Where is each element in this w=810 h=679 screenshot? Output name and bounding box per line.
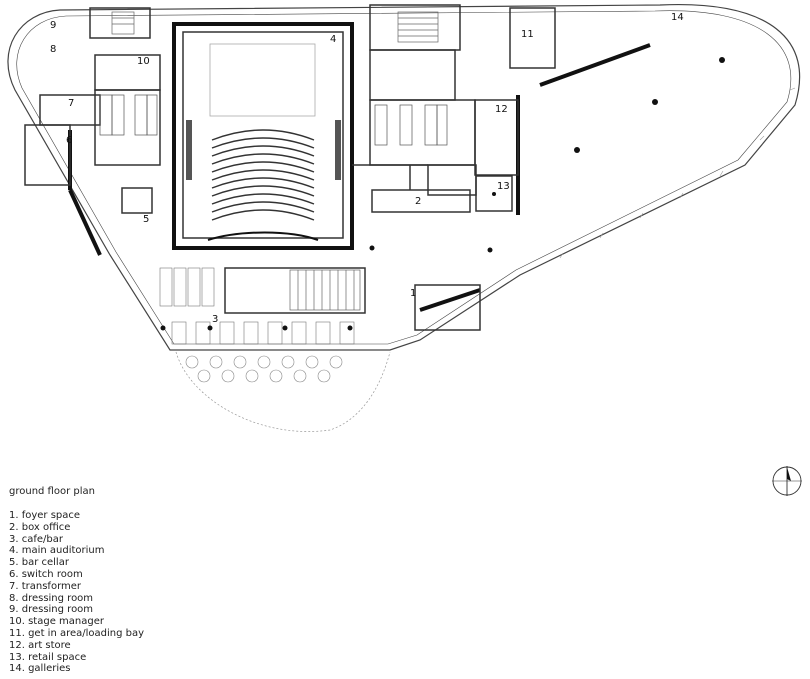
room-number-8: 8: [50, 44, 56, 55]
legend-item: 13. retail space: [9, 651, 87, 663]
auditorium: [186, 43, 341, 241]
room-number-12: 12: [495, 104, 508, 115]
legend-item: 1. foyer space: [9, 510, 81, 521]
room-numbers: 1 2 3 4 5 6 7 8 9 10 11 12 13 14: [50, 12, 684, 325]
legend-item: 9. dressing room: [9, 604, 94, 616]
cafe-furniture: [159, 267, 355, 345]
plan-caption: ground floor plan: [9, 486, 95, 497]
toilet-cubicles: [99, 94, 448, 146]
legend-item: 4. main auditorium: [9, 545, 105, 557]
room-walls: [24, 4, 556, 331]
room-number-7: 7: [68, 98, 74, 109]
room-number-6: 6: [66, 135, 72, 146]
legend-item: 14. galleries: [9, 663, 71, 675]
room-number-14: 14: [671, 12, 684, 23]
north-arrow-icon: [772, 466, 802, 496]
legend-item: 7. transformer: [9, 580, 82, 592]
stairs: [111, 11, 439, 311]
room-number-3: 3: [212, 314, 218, 325]
room-number-2: 2: [415, 196, 421, 207]
room-number-1: 1: [410, 288, 416, 299]
legend-item: 11. get in area/loading bay: [9, 627, 145, 639]
facade-glazing: [559, 87, 796, 259]
legend-item: 2. box office: [9, 521, 71, 533]
legend-item: 3. cafe/bar: [9, 533, 63, 545]
legend-item: 5. bar cellar: [9, 557, 69, 569]
floor-plan-drawing: 1 2 3 4 5 6 7 8 9 10 11 12 13 14 1 5 10: [7, 3, 801, 432]
terrace-outline: [175, 351, 391, 432]
room-number-13: 13: [497, 181, 510, 192]
room-number-10: 10: [137, 56, 150, 67]
structural-walls: [68, 22, 651, 312]
legend-item: 10. stage manager: [9, 616, 104, 628]
legend-list: 1. foyer space 2. box office 3. cafe/bar…: [9, 510, 144, 675]
room-number-4: 4: [330, 34, 336, 45]
room-number-5: 5: [143, 214, 149, 225]
legend-item: 12. art store: [9, 639, 71, 651]
room-number-9: 9: [50, 20, 56, 31]
columns: [160, 57, 725, 331]
terrace-tables: [185, 355, 343, 383]
building-outline: [7, 3, 801, 351]
room-number-11: 11: [521, 29, 534, 40]
legend-item: 8. dressing room: [9, 592, 94, 604]
legend-item: 6. switch room: [9, 568, 83, 580]
